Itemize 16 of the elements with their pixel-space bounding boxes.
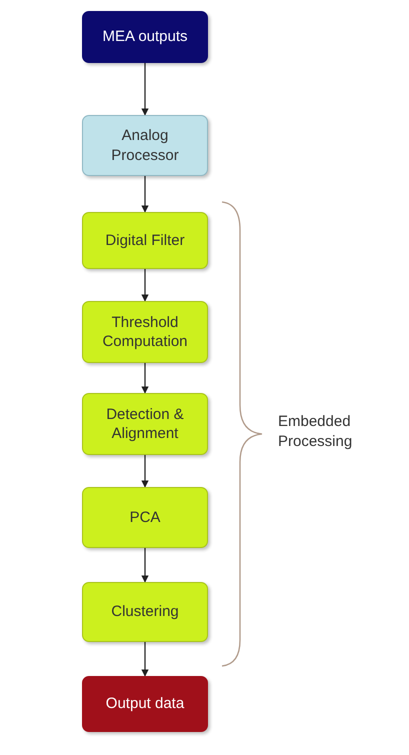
process-box: Analog Processor	[82, 115, 208, 176]
process-box: Output data	[82, 676, 208, 732]
arrow	[141, 642, 149, 677]
process-box: Digital Filter	[82, 212, 208, 269]
process-box: MEA outputs	[82, 11, 208, 63]
process-box: PCA	[82, 487, 208, 548]
process-box: Clustering	[82, 582, 208, 642]
group-label: Embedded Processing	[278, 412, 354, 452]
arrow	[141, 363, 149, 394]
arrow	[141, 63, 149, 116]
process-box: Detection & Alignment	[82, 393, 208, 455]
arrow	[141, 548, 149, 583]
process-box: Threshold Computation	[82, 301, 208, 363]
arrow	[141, 455, 149, 488]
arrow	[141, 269, 149, 302]
arrow	[141, 176, 149, 213]
